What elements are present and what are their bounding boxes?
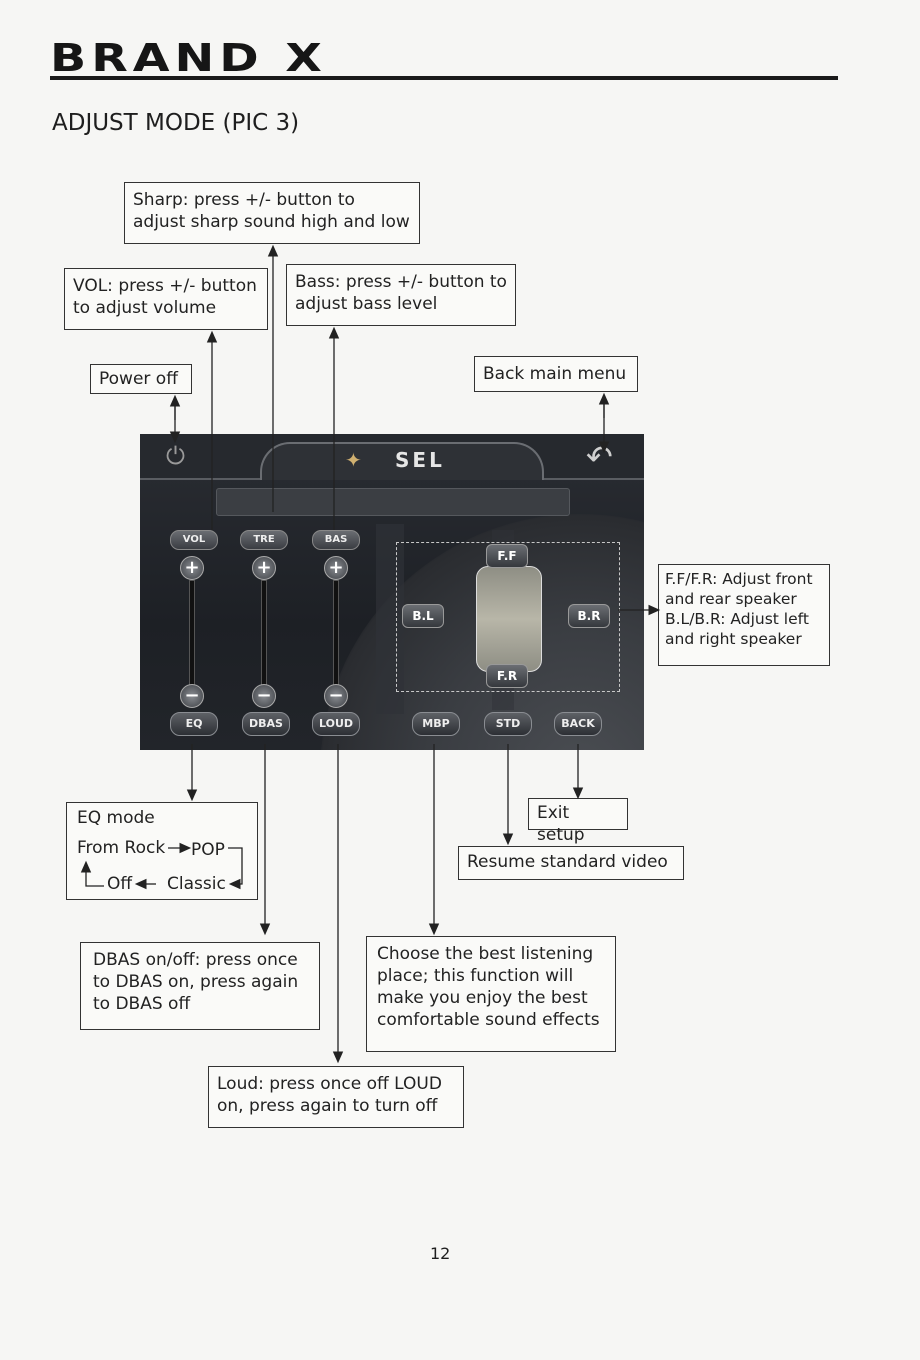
bas-plus-button[interactable]: + <box>324 556 348 580</box>
eq-mode-callout: EQ mode From Rock POP Off Classic <box>66 802 258 900</box>
bass-callout: Bass: press +/- button to adjust bass le… <box>286 264 516 326</box>
bas-chip: BAS <box>312 530 360 550</box>
loud-callout: Loud: press once off LOUD on, press agai… <box>208 1066 464 1128</box>
br-button[interactable]: B.R <box>568 604 610 628</box>
tre-plus-button[interactable]: + <box>252 556 276 580</box>
screen-top-bar: ⏻ ✦ SEL ↶ <box>140 434 644 480</box>
page-number: 12 <box>430 1244 451 1263</box>
brand-logo: BRAND X <box>50 36 327 80</box>
dbas-button[interactable]: DBAS <box>242 712 290 736</box>
vol-chip: VOL <box>170 530 218 550</box>
vol-plus-button[interactable]: + <box>180 556 204 580</box>
mbp-button[interactable]: MBP <box>412 712 460 736</box>
back-button[interactable]: BACK <box>554 712 602 736</box>
back-main-callout: Back main menu <box>474 356 638 392</box>
speaker-balance-area[interactable] <box>396 542 620 692</box>
speaker-callout: F.F/F.R: Adjust front and rear speaker B… <box>658 564 830 666</box>
speaker-callout-ff: F.F/F.R: Adjust front and rear speaker <box>665 570 813 608</box>
speaker-callout-bl: B.L/B.R: Adjust left and right speaker <box>665 610 809 648</box>
eq-from-rock: From Rock <box>77 838 166 858</box>
vol-callout: VOL: press +/- button to adjust volume <box>64 268 268 330</box>
sharp-callout: Sharp: press +/- button to adjust sharp … <box>124 182 420 244</box>
power-off-callout: Power off <box>90 364 192 394</box>
eq-button[interactable]: EQ <box>170 712 218 736</box>
ff-button[interactable]: F.F <box>486 544 528 568</box>
best-listening-callout: Choose the best listening place; this fu… <box>366 936 616 1052</box>
std-button[interactable]: STD <box>484 712 532 736</box>
eq-mode-title: EQ mode <box>77 808 155 828</box>
eq-classic: Classic <box>167 874 226 894</box>
eq-off: Off <box>107 874 133 894</box>
sel-tab <box>260 442 544 480</box>
eq-off-rock-arrow <box>80 860 104 887</box>
bl-button[interactable]: B.L <box>402 604 444 628</box>
deco-panel-1 <box>376 524 404 714</box>
eq-pop-classic-arrow <box>228 847 243 890</box>
power-icon[interactable]: ⏻ <box>166 442 185 470</box>
audio-settings-screen: ⏻ ✦ SEL ↶ VOL + − TRE + − BAS + − F.F F.… <box>140 434 644 750</box>
tre-minus-button[interactable]: − <box>252 684 276 708</box>
eq-pop: POP <box>191 840 225 860</box>
loud-button[interactable]: LOUD <box>312 712 360 736</box>
section-title: ADJUST MODE (PIC 3) <box>52 110 300 136</box>
display-bar <box>216 488 570 516</box>
vol-minus-button[interactable]: − <box>180 684 204 708</box>
sel-label: SEL <box>395 448 445 472</box>
fr-button[interactable]: F.R <box>486 664 528 688</box>
sel-icon: ✦ <box>345 448 362 472</box>
car-seats-image <box>476 566 542 672</box>
header-rule <box>50 76 838 80</box>
dbas-callout: DBAS on/off: press once to DBAS on, pres… <box>80 942 320 1030</box>
tre-chip: TRE <box>240 530 288 550</box>
bas-minus-button[interactable]: − <box>324 684 348 708</box>
resume-video-callout: Resume standard video <box>458 846 684 880</box>
